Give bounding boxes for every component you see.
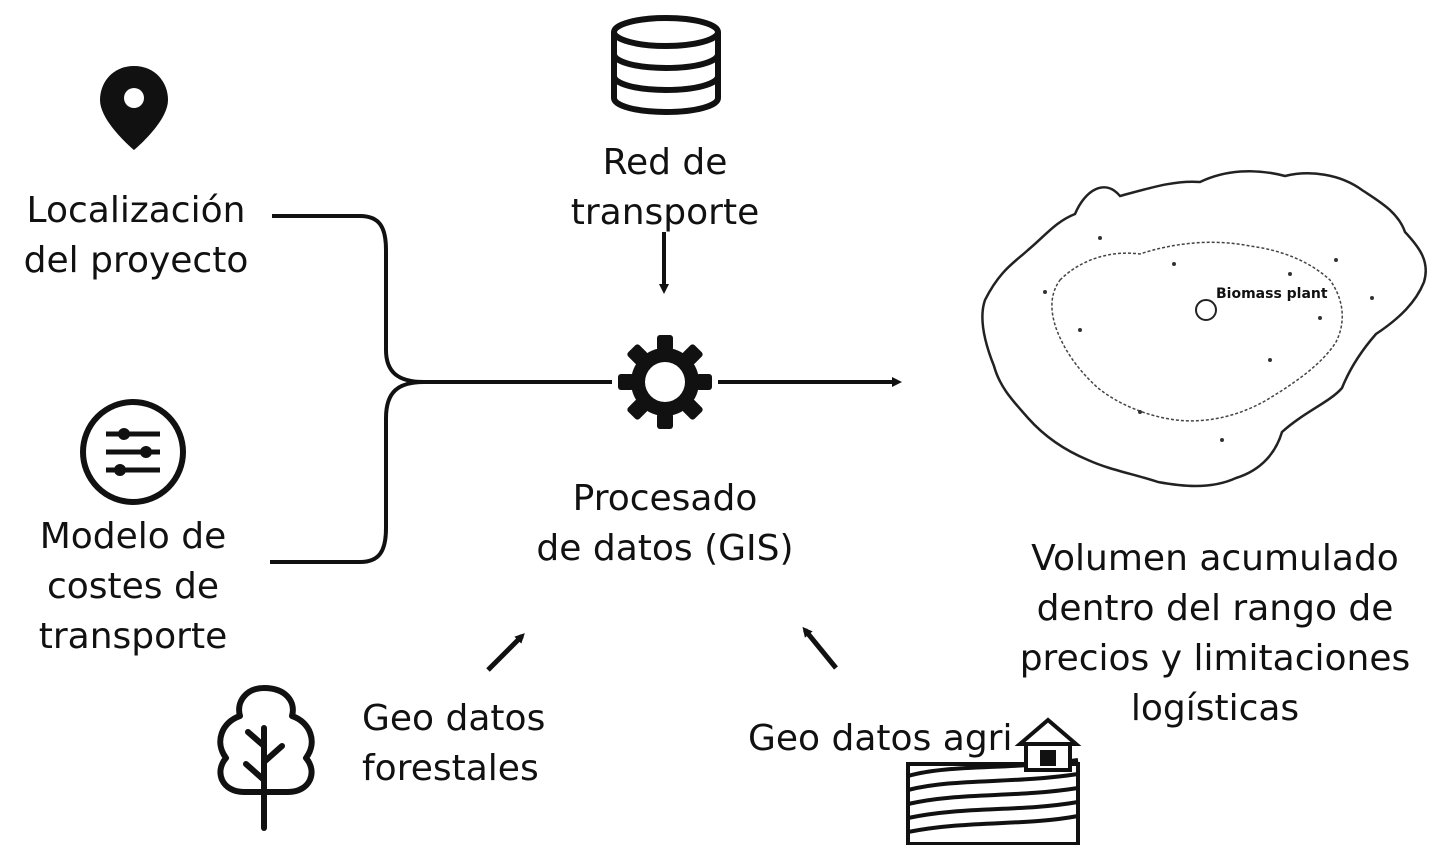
biomass-plant-marker <box>1195 299 1217 321</box>
label-output-line4: logísticas <box>1130 688 1300 729</box>
label-transport-line2: transporte <box>570 192 760 233</box>
label-forest-line1: Geo datos <box>362 698 546 739</box>
label-forest-data: Geo datos forestales <box>362 694 558 794</box>
label-transport-line1: Red de <box>602 142 728 183</box>
farm-field-icon <box>906 717 1082 845</box>
label-cost-line1: Modelo de <box>39 516 227 557</box>
label-cost-model: Modelo de costes de transporte <box>22 512 244 662</box>
label-cost-line2: costes de <box>46 566 220 607</box>
label-agri-line1: Geo datos agri <box>748 718 1013 759</box>
label-output: Volumen acumulado dentro del rango de pr… <box>1010 534 1420 734</box>
region-outline <box>981 169 1427 488</box>
label-location: Localización del proyecto <box>16 186 256 286</box>
label-cost-line3: transporte <box>38 616 228 657</box>
region-map: Biomass plant <box>981 169 1427 488</box>
label-location-line1: Localización <box>26 190 246 231</box>
gear-icon <box>618 335 712 429</box>
label-location-line2: del proyecto <box>23 240 249 281</box>
label-processing-line2: de datos (GIS) <box>536 528 794 569</box>
label-transport-network: Red de transporte <box>560 138 770 238</box>
map-label: Biomass plant <box>1216 286 1328 302</box>
label-processing: Procesado de datos (GIS) <box>526 474 804 574</box>
arrow-forest-to-gis <box>486 633 525 672</box>
location-pin-icon <box>100 66 168 150</box>
region-inner-outline <box>1051 241 1343 422</box>
tree-icon <box>217 685 315 831</box>
label-output-line1: Volumen acumulado <box>1031 538 1399 579</box>
label-processing-line1: Procesado <box>572 478 758 519</box>
label-output-line3: precios y limitaciones <box>1019 638 1411 679</box>
arrow-agri-to-gis <box>802 626 838 670</box>
sliders-icon <box>80 399 186 505</box>
database-icon <box>611 15 721 116</box>
label-forest-line2: forestales <box>362 748 539 789</box>
map-dots <box>1043 236 1374 442</box>
label-agri-data: Geo datos agri <box>748 714 1018 764</box>
input-connectors <box>270 214 612 564</box>
label-output-line2: dentro del rango de <box>1036 588 1394 629</box>
